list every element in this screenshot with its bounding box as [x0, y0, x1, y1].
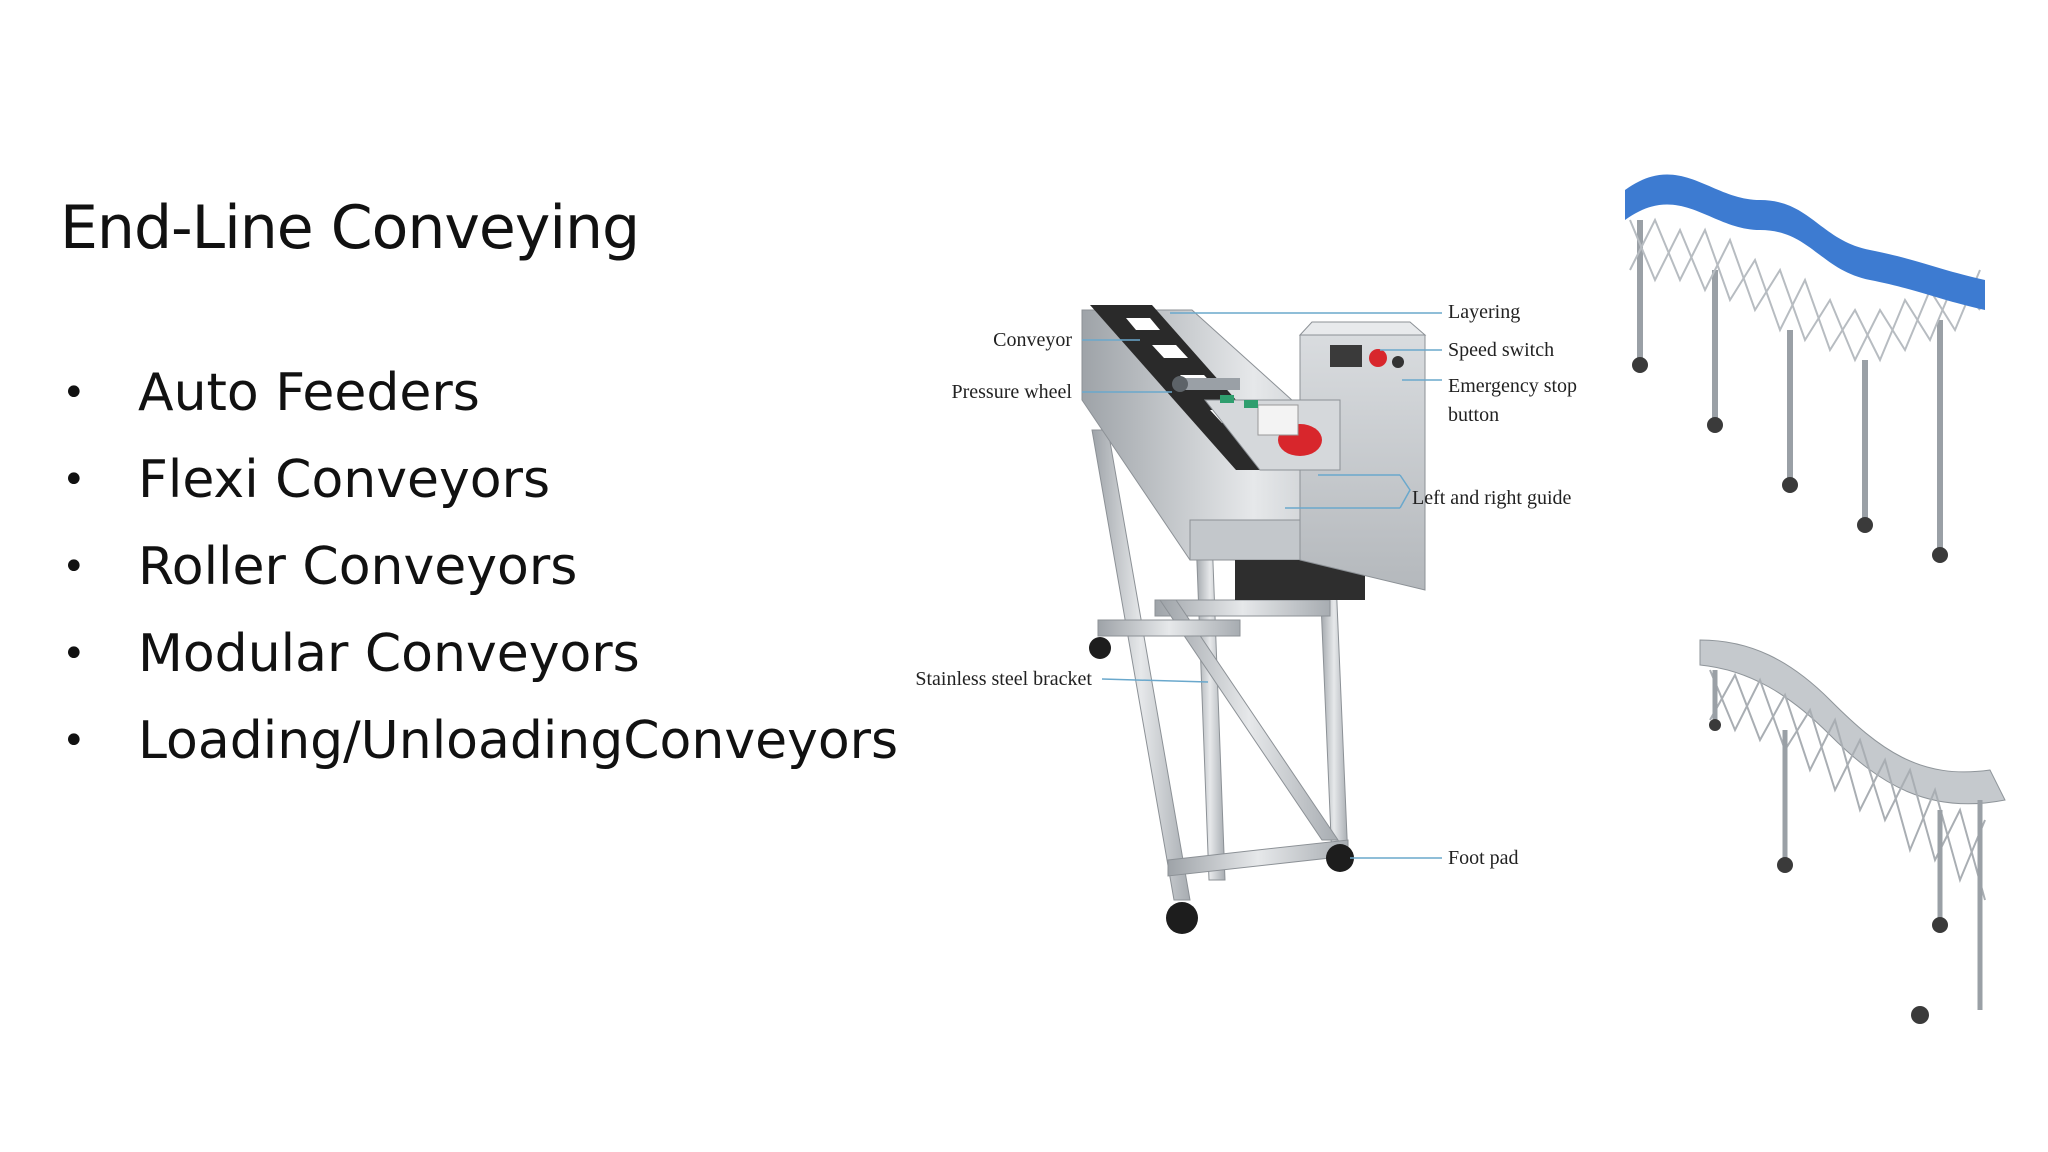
- blue-conveyor-wheels: [1632, 357, 1948, 563]
- label-pressure-wheel: Pressure wheel: [951, 381, 1072, 403]
- callout-leaders: [1082, 312, 1442, 859]
- bullet-text: Roller Conveyors: [138, 537, 578, 597]
- bullet-dot-icon: •: [62, 370, 86, 416]
- control-box: [1298, 321, 1427, 591]
- feeder-wheels: [1089, 637, 1354, 934]
- steel-conveyor-legs: [1712, 670, 1983, 1010]
- guide-assembly: [1172, 376, 1341, 471]
- steel-conveyor-wheels: [1709, 719, 1948, 1024]
- bullet-dot-icon: •: [62, 544, 86, 590]
- label-stainless-steel-bracket: Stainless steel bracket: [915, 668, 1092, 690]
- bullet-dot-icon: •: [62, 718, 86, 764]
- label-left-right-guide: Left and right guide: [1412, 487, 1572, 509]
- label-foot-pad: Foot pad: [1448, 847, 1519, 869]
- label-conveyor: Conveyor: [993, 329, 1072, 351]
- label-emergency-stop-cont: button: [1448, 404, 1499, 426]
- steel-flexible-conveyor-image: [1699, 639, 2006, 1024]
- bullet-text: Loading/UnloadingConveyors: [138, 711, 899, 771]
- feeder-legs: [1091, 429, 1349, 901]
- label-speed-switch: Speed switch: [1448, 339, 1554, 361]
- slide-title: End-Line Conveying: [60, 193, 640, 263]
- bullet-dot-icon: •: [62, 631, 86, 677]
- blue-flexible-conveyor-image: [1625, 174, 1985, 563]
- steel-conveyor-rollers: [1699, 639, 2006, 805]
- bullet-text: Flexi Conveyors: [138, 450, 551, 510]
- label-layering: Layering: [1448, 301, 1520, 323]
- blue-conveyor-rollers: [1625, 174, 1985, 310]
- label-emergency-stop: Emergency stop: [1448, 375, 1577, 397]
- blue-conveyor-scissor: [1629, 217, 1981, 363]
- bullet-text: Modular Conveyors: [138, 624, 640, 684]
- bullet-dot-icon: •: [62, 457, 86, 503]
- bullet-text: Auto Feeders: [138, 363, 480, 423]
- callout-labels: Conveyor Pressure wheel Stainless steel …: [915, 301, 1577, 869]
